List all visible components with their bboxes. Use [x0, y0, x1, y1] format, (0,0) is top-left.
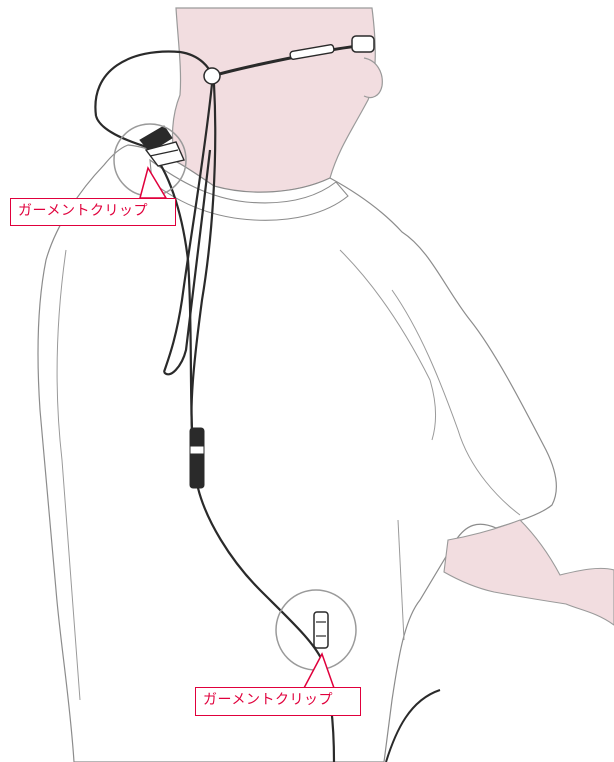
cable-left — [162, 83, 214, 373]
shirt-fold-left — [56, 249, 81, 701]
ear-shape — [363, 57, 383, 99]
cable-connector — [189, 427, 205, 489]
cable-clip-to-main — [149, 149, 194, 431]
lower-garment-clip-icon — [313, 611, 329, 649]
shirt-fold-hem — [397, 519, 405, 641]
shirt-collar — [149, 158, 349, 221]
headset-band — [94, 50, 214, 117]
cable-extra — [385, 689, 441, 762]
head-shape — [171, 7, 376, 194]
headset-loop — [94, 115, 151, 150]
headset-arm-segment — [289, 44, 335, 60]
garment-clip-label-upper: ガーメントクリップ — [10, 198, 176, 226]
cable-connector-band — [189, 445, 205, 455]
headset-earpiece — [351, 35, 375, 53]
forearm-shape — [443, 519, 614, 626]
upper-garment-clip-icon — [139, 125, 185, 167]
shirt-body — [37, 144, 557, 762]
shirt-fold-shoulder — [339, 249, 437, 441]
garment-clip-label-lower: ガーメントクリップ — [195, 687, 361, 716]
headset-junction — [203, 67, 221, 85]
shirt-fold-sleeve — [391, 289, 521, 516]
